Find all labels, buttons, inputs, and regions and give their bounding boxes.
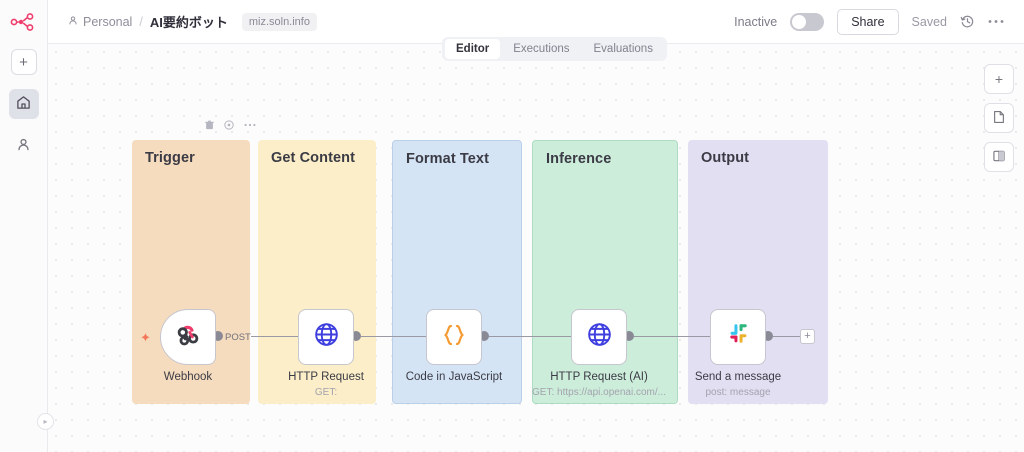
canvas-controls: + [984,64,1014,172]
tab-evaluations[interactable]: Evaluations [593,43,653,55]
node-subtitle: GET: https://api.openai.com/... [532,387,666,398]
breadcrumb: Personal / AI要約ボット miz.soln.info [68,12,317,31]
toggle-knob [792,14,807,29]
node-label: Webhook [163,371,213,383]
save-status-label: Saved [911,14,947,29]
sticky-note-title: Get Content [271,150,356,166]
sidebar-collapse-handle[interactable]: ▸ [37,413,54,430]
breadcrumb-separator: / [139,14,143,29]
globe-icon [313,321,340,353]
connector-method-label: POST [225,332,251,343]
toggle-panel-button[interactable] [984,142,1014,172]
palette-icon[interactable] [224,120,234,130]
chevron-right-icon: ▸ [43,417,48,426]
history-clock-icon[interactable] [960,14,975,29]
ellipsis-icon[interactable] [244,123,256,127]
person-small-icon [68,15,78,29]
workflow-canvas[interactable]: Trigger Get Content Format Text Inferenc… [48,44,1024,452]
activation-toggle[interactable] [790,12,825,31]
node-label: HTTP Request (AI) [550,371,648,383]
node-webhook[interactable]: ✦ Webhook [140,309,216,383]
add-sticky-note-button[interactable] [984,103,1014,133]
tab-executions[interactable]: Executions [513,43,570,55]
node-label: Code in JavaScript [405,371,503,383]
home-icon [16,95,31,113]
node-ai-request[interactable]: HTTP Request (AI) GET: https://api.opena… [532,309,666,398]
lightning-bolt-icon: ✦ [140,330,151,345]
top-header: Personal / AI要約ボット miz.soln.info Inactiv… [48,0,1024,44]
plus-icon: + [19,53,28,71]
plus-icon: + [994,71,1004,87]
header-actions: Inactive Share Saved [734,8,1004,35]
sticky-note-title: Format Text [406,151,490,167]
node-subtitle: post: message [705,387,771,398]
panel-split-icon [992,149,1006,166]
n8n-logo-icon[interactable] [9,9,39,35]
activation-state-label: Inactive [734,14,778,29]
node-webhook-box[interactable] [160,309,216,365]
node-subtitle: GET: [314,387,338,398]
person-icon [16,137,31,155]
sticky-note-title: Trigger [145,150,195,166]
sidebar-item-account[interactable] [11,133,37,159]
plus-icon: + [804,330,811,342]
add-next-node-button[interactable]: + [800,328,815,344]
breadcrumb-personal-label: Personal [83,14,133,29]
node-slack-box[interactable] [710,309,766,365]
trash-icon[interactable] [205,120,214,130]
workflow-title[interactable]: AI要約ボット [149,15,228,30]
node-http-request[interactable]: HTTP Request GET: [288,309,364,398]
sticky-note-title: Output [701,150,750,166]
braces-icon [440,322,468,353]
webhook-icon [175,322,201,353]
more-options-icon[interactable] [988,19,1004,24]
sticky-note-toolbar [205,120,256,130]
workflow-tag[interactable]: miz.soln.info [241,12,317,31]
add-node-button[interactable]: + [984,64,1014,94]
node-code[interactable]: Code in JavaScript [406,309,502,383]
node-slack[interactable]: Send a message post: message [695,309,781,398]
node-label: Send a message [694,371,782,383]
tab-editor[interactable]: Editor [445,39,501,59]
node-http-request-box[interactable] [298,309,354,365]
breadcrumb-personal[interactable]: Personal [68,15,132,29]
sticky-note-icon [992,110,1006,127]
view-tabs: Editor Executions Evaluations [442,37,667,61]
sidebar-add-button[interactable]: + [10,49,37,75]
sticky-note-title: Inference [546,151,612,167]
node-ai-request-box[interactable] [571,309,627,365]
sidebar-item-home[interactable] [8,89,39,119]
left-sidebar: + [0,0,48,452]
share-button[interactable]: Share [837,8,899,35]
node-code-box[interactable] [426,309,482,365]
node-label: HTTP Request [288,371,364,383]
slack-icon [726,322,751,352]
globe-icon [586,321,613,353]
